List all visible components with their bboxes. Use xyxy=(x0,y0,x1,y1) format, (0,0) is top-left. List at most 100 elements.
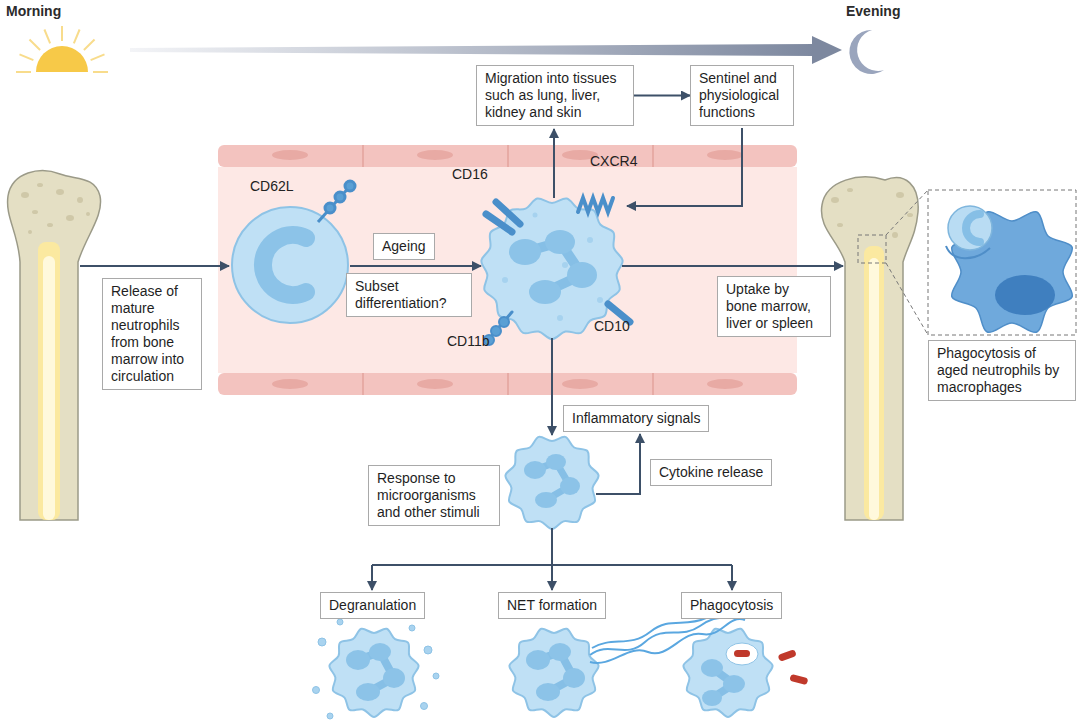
process-box: Subset differentiation? xyxy=(346,273,472,317)
box-text: Inflammatory signals xyxy=(572,410,700,427)
bone xyxy=(907,213,913,217)
neutrophil xyxy=(509,629,598,717)
neutrophil xyxy=(232,181,355,323)
neutrophil xyxy=(481,198,622,339)
bone xyxy=(21,183,90,234)
macrophage xyxy=(946,246,990,258)
marker-label: CXCR4 xyxy=(590,153,637,170)
neutrophil xyxy=(529,280,561,304)
blood-vessel xyxy=(363,145,653,395)
bone xyxy=(77,197,83,203)
neutrophil xyxy=(509,629,598,717)
neutrophil xyxy=(546,454,566,470)
sun xyxy=(36,46,88,72)
bone xyxy=(32,210,38,214)
bone xyxy=(869,258,879,520)
flow-arrow xyxy=(627,128,742,206)
flow-arrow xyxy=(596,434,640,494)
bacteria xyxy=(726,643,808,685)
box-text: Migration into tissues such as lung, liv… xyxy=(485,70,625,121)
process-box: Cytokine release xyxy=(650,459,772,486)
sun-rays xyxy=(74,30,80,44)
neutrophil xyxy=(329,629,418,717)
info-box: Response to microorganisms and other sti… xyxy=(368,465,500,526)
bone xyxy=(837,223,843,227)
neutrophil xyxy=(545,230,575,254)
dna-strands xyxy=(592,618,706,648)
neutrophil xyxy=(502,213,603,322)
info-box: Release of mature neutrophils from bone … xyxy=(102,278,202,390)
blood-vessel xyxy=(218,145,797,395)
receptor xyxy=(484,198,630,345)
neutrophil xyxy=(356,683,380,701)
zoom-inset xyxy=(858,235,886,263)
bone xyxy=(821,177,918,520)
sun-rays xyxy=(44,30,50,44)
neutrophil xyxy=(263,235,306,295)
neutrophil xyxy=(701,659,723,677)
bone xyxy=(831,188,913,238)
bone xyxy=(21,192,29,198)
marker-label: CD16 xyxy=(452,166,488,183)
bone xyxy=(56,189,64,195)
neutrophil xyxy=(524,454,580,508)
neutrophil xyxy=(505,437,598,529)
process-box: Phagocytosis xyxy=(681,592,782,619)
box-text: Phagocytosis of aged neutrophils by macr… xyxy=(937,345,1067,396)
neutrophil xyxy=(502,277,508,283)
granules xyxy=(409,625,415,631)
dna-strands xyxy=(590,612,745,663)
bone xyxy=(896,192,904,198)
blood-vessel xyxy=(652,373,654,395)
blood-vessel xyxy=(707,379,743,389)
box-text: Sentinel and physiological functions xyxy=(699,70,785,121)
sun-rays xyxy=(20,54,34,60)
process-box: Sentinel and physiological functions xyxy=(690,65,794,126)
neutrophil xyxy=(536,683,560,701)
neutrophil xyxy=(535,492,557,508)
neutrophil xyxy=(526,650,550,670)
neutrophil xyxy=(369,643,391,661)
bone xyxy=(847,188,853,192)
neutrophil xyxy=(524,461,546,479)
box-text: Uptake by bone marrow, liver or spleen xyxy=(726,281,822,332)
blood-vessel xyxy=(652,145,654,167)
blood-vessel xyxy=(417,150,453,160)
neutrophil xyxy=(563,668,585,688)
process-box: Degranulation xyxy=(320,592,425,619)
receptor xyxy=(335,192,345,202)
receptor xyxy=(325,203,335,213)
neutrophil xyxy=(557,315,563,321)
box-text: Release of mature neutrophils from bone … xyxy=(111,283,193,385)
bone xyxy=(47,223,53,227)
neutrophil xyxy=(597,297,603,303)
box-text: Phagocytosis xyxy=(690,597,773,614)
receptor xyxy=(318,181,355,222)
process-box: Inflammatory signals xyxy=(563,405,709,432)
macrophage xyxy=(952,212,1073,333)
blood-vessel xyxy=(362,373,364,395)
neutrophil xyxy=(232,207,348,323)
blood-vessel xyxy=(507,145,509,167)
sun-rays xyxy=(61,26,63,41)
granules xyxy=(313,619,440,719)
bone xyxy=(831,197,839,203)
time-arrowhead xyxy=(812,36,842,64)
neutrophil xyxy=(505,437,598,529)
box-text: Degranulation xyxy=(329,597,416,614)
neutrophil xyxy=(723,675,745,693)
marker-label: CD10 xyxy=(594,318,630,335)
bone xyxy=(821,177,918,520)
blood-vessel xyxy=(218,145,797,167)
neutrophil xyxy=(484,198,630,345)
granules xyxy=(424,646,432,654)
macrophage xyxy=(995,275,1055,315)
blood-vessel xyxy=(707,150,743,160)
bone xyxy=(864,246,884,520)
process-box: NET formation xyxy=(498,592,606,619)
process-box: Migration into tissues such as lung, liv… xyxy=(476,65,634,126)
neutrophil xyxy=(329,629,418,717)
flow-arrow xyxy=(80,265,229,267)
box-text: Response to microorganisms and other sti… xyxy=(377,470,491,521)
box-text: Subset differentiation? xyxy=(355,278,463,312)
